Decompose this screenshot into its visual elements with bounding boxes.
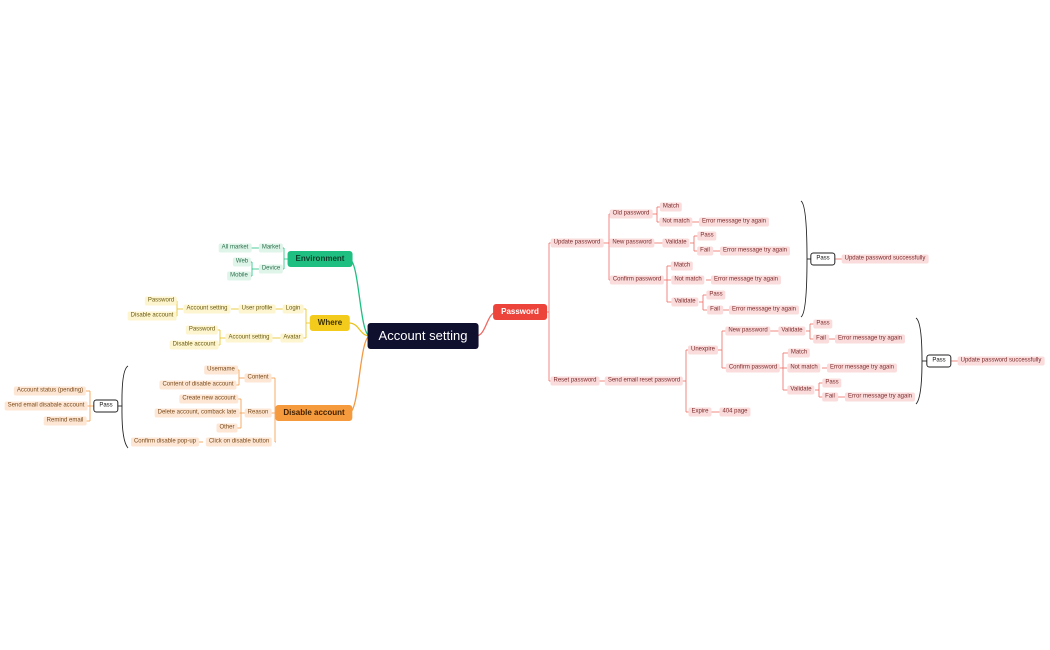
- reset-confirm-validate-node[interactable]: Validate: [787, 385, 815, 395]
- reset-pass-node[interactable]: Pass: [926, 354, 952, 368]
- click-disable-button-node[interactable]: Click on disable button: [205, 437, 273, 447]
- reset-confirm-error-node-2[interactable]: Error message try again: [844, 392, 916, 402]
- unexpire-node[interactable]: Unexpire: [687, 345, 719, 355]
- confirm-validate-node[interactable]: Validate: [671, 297, 699, 307]
- device-node[interactable]: Device: [258, 264, 284, 274]
- new-validate-node[interactable]: Validate: [662, 238, 690, 248]
- reset-new-error-node[interactable]: Error message try again: [834, 334, 906, 344]
- create-new-account-node[interactable]: Create new account: [179, 394, 239, 404]
- user-profile-node[interactable]: User profile: [238, 304, 276, 314]
- confirm-error-node-1[interactable]: Error message try again: [710, 275, 782, 285]
- old-not-match-node[interactable]: Not match: [659, 217, 693, 227]
- expire-node[interactable]: Expire: [688, 407, 712, 417]
- new-password-node[interactable]: New password: [609, 238, 655, 248]
- login-node[interactable]: Login: [282, 304, 304, 314]
- reset-confirm-match-node[interactable]: Match: [787, 348, 811, 358]
- new-fail-node[interactable]: Fail: [697, 246, 713, 256]
- confirm-error-node-2[interactable]: Error message try again: [728, 305, 800, 315]
- send-email-disable-node[interactable]: Send email disabale account: [4, 401, 88, 411]
- root-node[interactable]: Account setting: [367, 323, 479, 349]
- mobile-node[interactable]: Mobile: [227, 271, 251, 281]
- all-market-node[interactable]: All market: [218, 243, 252, 253]
- confirm-fail-node[interactable]: Fail: [707, 305, 723, 315]
- confirm-pass-node[interactable]: Pass: [706, 290, 726, 300]
- update-password-node[interactable]: Update password: [550, 238, 604, 248]
- reset-confirm-not-match-node[interactable]: Not match: [787, 363, 821, 373]
- environment-node[interactable]: Environment: [287, 251, 353, 267]
- where-node[interactable]: Where: [309, 315, 351, 331]
- reset-confirm-password-node[interactable]: Confirm password: [725, 363, 781, 373]
- new-pass-node[interactable]: Pass: [697, 231, 717, 241]
- delete-account-node[interactable]: Delete account, comback late: [154, 408, 240, 418]
- reset-confirm-fail-node[interactable]: Fail: [822, 392, 838, 402]
- confirm-disable-popup-node[interactable]: Confirm disable pop-up: [130, 437, 200, 447]
- old-match-node[interactable]: Match: [659, 202, 683, 212]
- disable-account-node-1[interactable]: Disable account: [127, 311, 177, 321]
- reset-new-pass-node[interactable]: Pass: [813, 319, 833, 329]
- reset-password-node[interactable]: Reset password: [550, 376, 600, 386]
- connector-line-43: [121, 365, 129, 449]
- account-setting-node-2[interactable]: Account setting: [225, 333, 273, 343]
- old-password-node[interactable]: Old password: [609, 209, 653, 219]
- password-node-1[interactable]: Password: [144, 296, 178, 306]
- connector-line-81: [800, 200, 808, 318]
- reset-confirm-error-node-1[interactable]: Error message try again: [826, 363, 898, 373]
- reset-new-password-node[interactable]: New password: [725, 326, 771, 336]
- account-setting-node-1[interactable]: Account setting: [183, 304, 231, 314]
- update-pass-node[interactable]: Pass: [810, 252, 836, 266]
- old-error-node[interactable]: Error message try again: [698, 217, 770, 227]
- other-node[interactable]: Other: [216, 423, 238, 433]
- disable-pass-node[interactable]: Pass: [93, 399, 119, 413]
- connector-line-111: [915, 317, 923, 405]
- confirm-password-node[interactable]: Confirm password: [609, 275, 665, 285]
- confirm-match-node[interactable]: Match: [670, 261, 694, 271]
- reset-new-fail-node[interactable]: Fail: [813, 334, 829, 344]
- reset-success-node[interactable]: Update password successfully: [957, 356, 1045, 366]
- update-success-node[interactable]: Update password successfully: [841, 254, 929, 264]
- content-node[interactable]: Content: [244, 373, 272, 383]
- new-error-node[interactable]: Error message try again: [719, 246, 791, 256]
- reset-confirm-pass-node[interactable]: Pass: [822, 378, 842, 388]
- password-node-2[interactable]: Password: [185, 325, 219, 335]
- reason-node[interactable]: Reason: [244, 408, 272, 418]
- account-status-node[interactable]: Account status (pending): [13, 386, 87, 396]
- send-email-reset-node[interactable]: Send email reset password: [604, 376, 684, 386]
- username-node[interactable]: Username: [204, 365, 238, 375]
- content-of-disable-account-node[interactable]: Content of disable account: [159, 380, 237, 390]
- disable-account-node-2[interactable]: Disable account: [169, 340, 219, 350]
- reset-new-validate-node[interactable]: Validate: [778, 326, 806, 336]
- market-node[interactable]: Market: [258, 243, 284, 253]
- web-node[interactable]: Web: [232, 257, 252, 267]
- remind-email-node[interactable]: Remind email: [43, 416, 87, 426]
- disable-account-node[interactable]: Disable account: [275, 405, 353, 421]
- connector-line-2: [348, 335, 371, 414]
- password-node[interactable]: Password: [493, 304, 547, 320]
- avatar-node[interactable]: Avatar: [280, 333, 304, 343]
- page-404-node[interactable]: 404 page: [719, 407, 751, 417]
- confirm-not-match-node[interactable]: Not match: [671, 275, 705, 285]
